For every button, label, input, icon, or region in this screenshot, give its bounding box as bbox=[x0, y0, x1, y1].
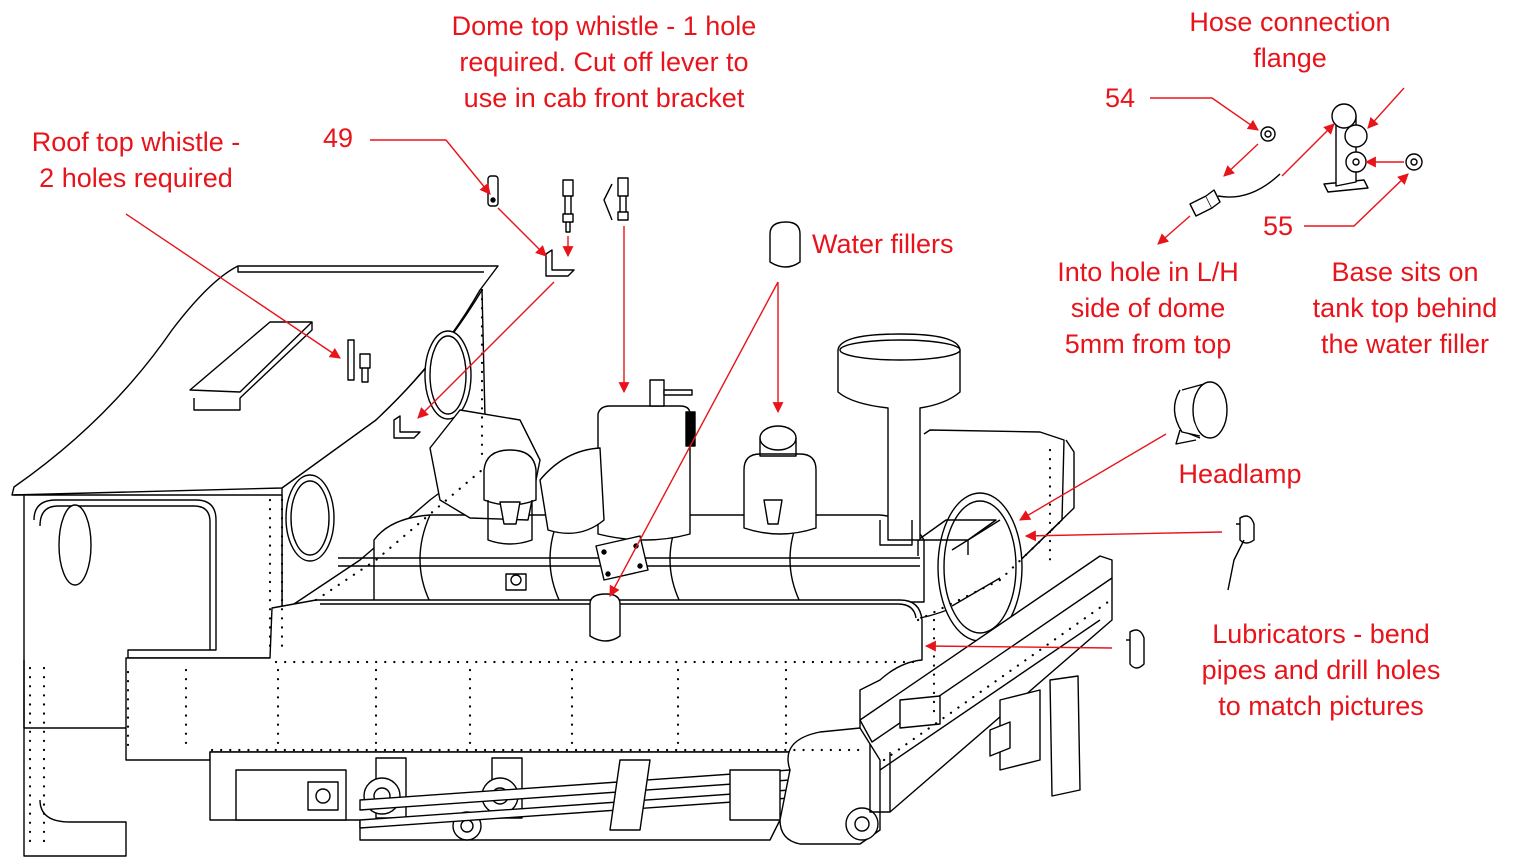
label-part-49: 49 bbox=[322, 123, 354, 153]
cab-bracket bbox=[393, 415, 421, 439]
leader-hose-flange bbox=[1367, 87, 1405, 129]
headlamp bbox=[1192, 381, 1228, 439]
label-into-hole: Into hole in L/H side of dome 5mm from t… bbox=[1057, 257, 1239, 359]
leader-headlamp bbox=[1019, 433, 1167, 521]
label-headlamp: Headlamp bbox=[1178, 459, 1302, 489]
whistle-bracket bbox=[545, 249, 575, 277]
label-part-55: 55 bbox=[1262, 211, 1294, 241]
lubricator-2 bbox=[1129, 629, 1145, 669]
leader-55 bbox=[1304, 173, 1409, 227]
chimney bbox=[837, 333, 961, 541]
leader-54 bbox=[1150, 97, 1259, 131]
label-part-54: 54 bbox=[1104, 83, 1136, 113]
label-lubricators: Lubricators - bend pipes and drill holes… bbox=[1201, 619, 1441, 721]
water-filler-lid-2 bbox=[589, 593, 621, 642]
label-base-sits: Base sits on tank top behind the water f… bbox=[1312, 257, 1498, 359]
label-water-fillers: Water fillers bbox=[812, 229, 954, 259]
label-roof-whistle: Roof top whistle - 2 holes required bbox=[31, 127, 241, 193]
leader-49 bbox=[370, 139, 491, 195]
leader-roof-whistle bbox=[125, 213, 341, 359]
label-dome-whistle: Dome top whistle - 1 hole required. Cut … bbox=[451, 11, 757, 113]
label-hose-flange: Hose connection flange bbox=[1189, 7, 1391, 73]
leader-lubricator-1 bbox=[1024, 530, 1223, 542]
lubricator-1 bbox=[1239, 515, 1255, 544]
water-filler-lid bbox=[769, 221, 801, 268]
leader-lubricator-2 bbox=[924, 640, 1113, 652]
front-buffer-beam bbox=[859, 555, 1113, 743]
